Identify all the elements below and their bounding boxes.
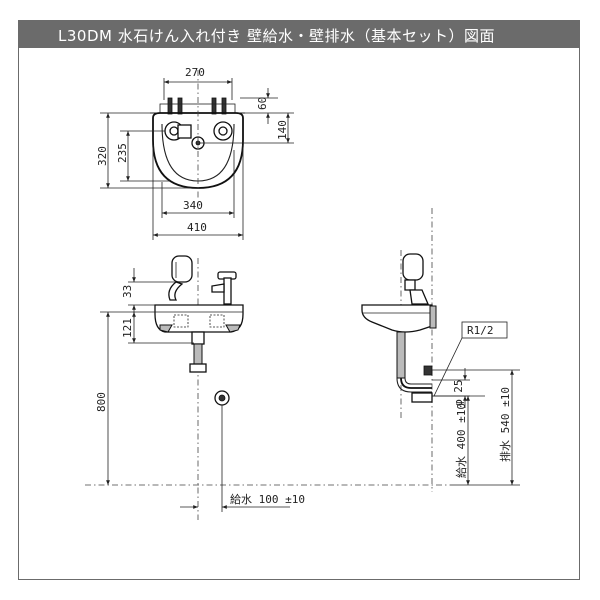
dim-total-width: 410	[187, 221, 207, 234]
dim-drain-height: 排水 540 ±10	[498, 387, 512, 462]
side-view: R1/2 φ 25 給水 400 ±10 排水 540 ±10	[361, 208, 520, 492]
dim-supply-height: 給水 400 ±10	[454, 403, 468, 478]
dim-total-depth: 320	[96, 146, 109, 166]
dim-diameter: φ 25	[452, 380, 465, 407]
dim-supply-offset: 給水 100 ±10	[230, 492, 305, 506]
title-bar: L30DM 水石けん入れ付き 壁給水・壁排水（基本セット）図面	[18, 20, 580, 48]
dim-back-height: 60	[256, 97, 269, 110]
dim-bowl: 121	[121, 318, 134, 338]
dim-height: 800	[95, 392, 108, 412]
dim-faucet: 33	[121, 285, 134, 298]
dim-top-width: 270	[185, 66, 205, 79]
dim-bowl-width: 340	[183, 199, 203, 212]
dim-bowl-depth: 235	[116, 143, 129, 163]
drawing-title: L30DM 水石けん入れ付き 壁給水・壁排水（基本セット）図面	[58, 27, 495, 45]
top-view: 270 60 140 320 235 340 410	[96, 66, 294, 240]
front-view: 33 121 800 給水 100 ±10	[85, 255, 450, 520]
dim-depth-right: 140	[276, 120, 289, 140]
thread-label: R1/2	[467, 324, 494, 337]
